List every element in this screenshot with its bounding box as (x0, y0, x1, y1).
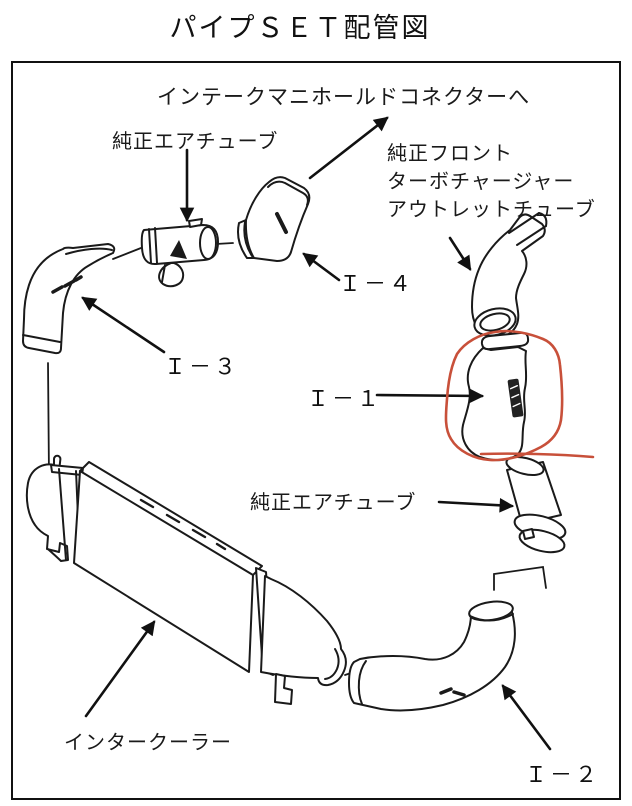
arrow-i3 (81, 296, 166, 354)
page-title: パイプＳＥＴ配管図 (169, 13, 431, 43)
arrow-to-intake-connector (308, 116, 389, 180)
arrow-i2 (501, 684, 552, 751)
red-highlight-circle (444, 329, 595, 462)
turbo-outlet-tube-drawing (471, 212, 548, 339)
pipe-i2-drawing (348, 600, 516, 712)
arrow-front-turbo-tube (448, 236, 472, 271)
label-front-turbo-line3: アウトレットチューブ (387, 199, 596, 221)
pipe-i1-drawing (461, 331, 530, 462)
label-air-tube-top: 純正エアチューブ (112, 131, 279, 153)
label-front-turbo-line2: ターボチャージャー (387, 171, 575, 193)
leader-arrows (81, 116, 552, 751)
diagram-border-box: インテークマニホールドコネクターへ 純正エアチューブ 純正フロント ターボチャー… (11, 61, 621, 800)
label-air-tube-mid: 純正エアチューブ (250, 492, 417, 514)
arrow-air-tube-mid (437, 498, 515, 513)
label-front-turbo-line1: 純正フロント (387, 143, 513, 165)
label-intercooler: インタークーラー (64, 732, 232, 754)
arrow-intercooler (84, 620, 156, 718)
air-tube-top-drawing (140, 218, 219, 288)
arrow-i1 (375, 388, 485, 404)
label-intake-manifold-connector: インテークマニホールドコネクターへ (157, 85, 531, 109)
intercooler-drawing (25, 454, 347, 705)
arrow-i4 (302, 252, 341, 282)
logo-badge (507, 378, 524, 418)
air-tube-mid-drawing (505, 455, 567, 554)
label-part-i3: Ｉ－３ (164, 354, 240, 379)
label-part-i4: Ｉ－４ (339, 271, 415, 296)
pipe-routing-drawing (22, 116, 595, 751)
label-part-i1: Ｉ－１ (307, 386, 383, 411)
pipe-i4-drawing (237, 176, 311, 262)
label-front-turbo-outlet-tube: 純正フロント ターボチャージャー アウトレットチューブ (387, 140, 596, 224)
label-part-i2: Ｉ－２ (525, 762, 601, 787)
pipe-i3-drawing (22, 243, 116, 355)
